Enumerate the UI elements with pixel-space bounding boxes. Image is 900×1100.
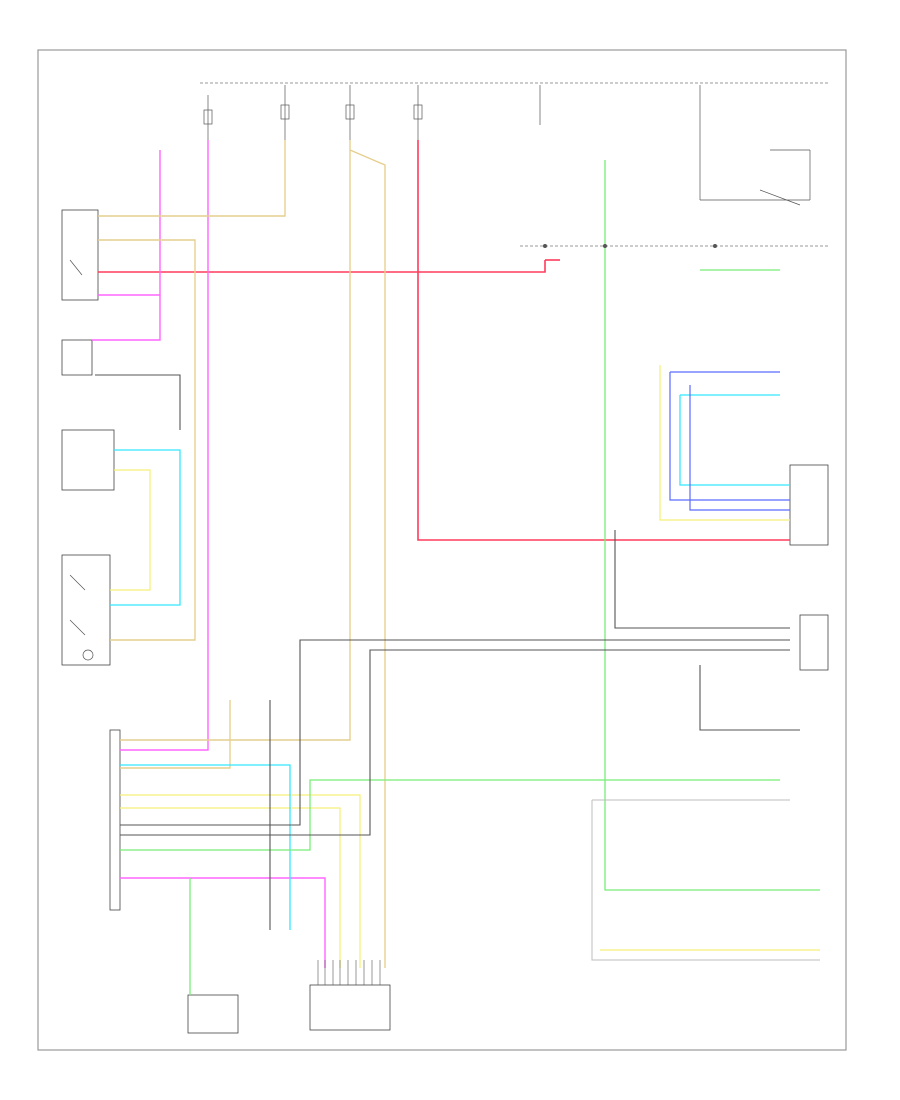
- component-block-4: [61, 554, 111, 666]
- red-wires: [98, 140, 790, 541]
- splice-points: [543, 244, 717, 248]
- cyan-wires: [110, 394, 790, 930]
- component-block-right: [789, 464, 829, 546]
- relay-symbol: [69, 189, 801, 661]
- component-block-3: [61, 429, 115, 491]
- green-wires: [120, 160, 820, 995]
- component-block-1: [61, 209, 99, 301]
- yellow-wires: [110, 365, 820, 968]
- component-block-2: [61, 339, 93, 376]
- pink-wires: [92, 140, 326, 968]
- diagram-frame: [37, 49, 847, 1051]
- blue-wires: [669, 371, 790, 511]
- fuse-group: [203, 85, 811, 201]
- light-gray-wires: [591, 799, 820, 961]
- component-block-bottom-left: [187, 994, 239, 1034]
- gray-wires: [95, 374, 800, 930]
- component-block-bottom-mid: [309, 984, 391, 1031]
- switch-block: [109, 729, 121, 911]
- connector-pins: [317, 960, 381, 985]
- component-block-right-2: [799, 614, 829, 671]
- tan-wires: [98, 140, 386, 968]
